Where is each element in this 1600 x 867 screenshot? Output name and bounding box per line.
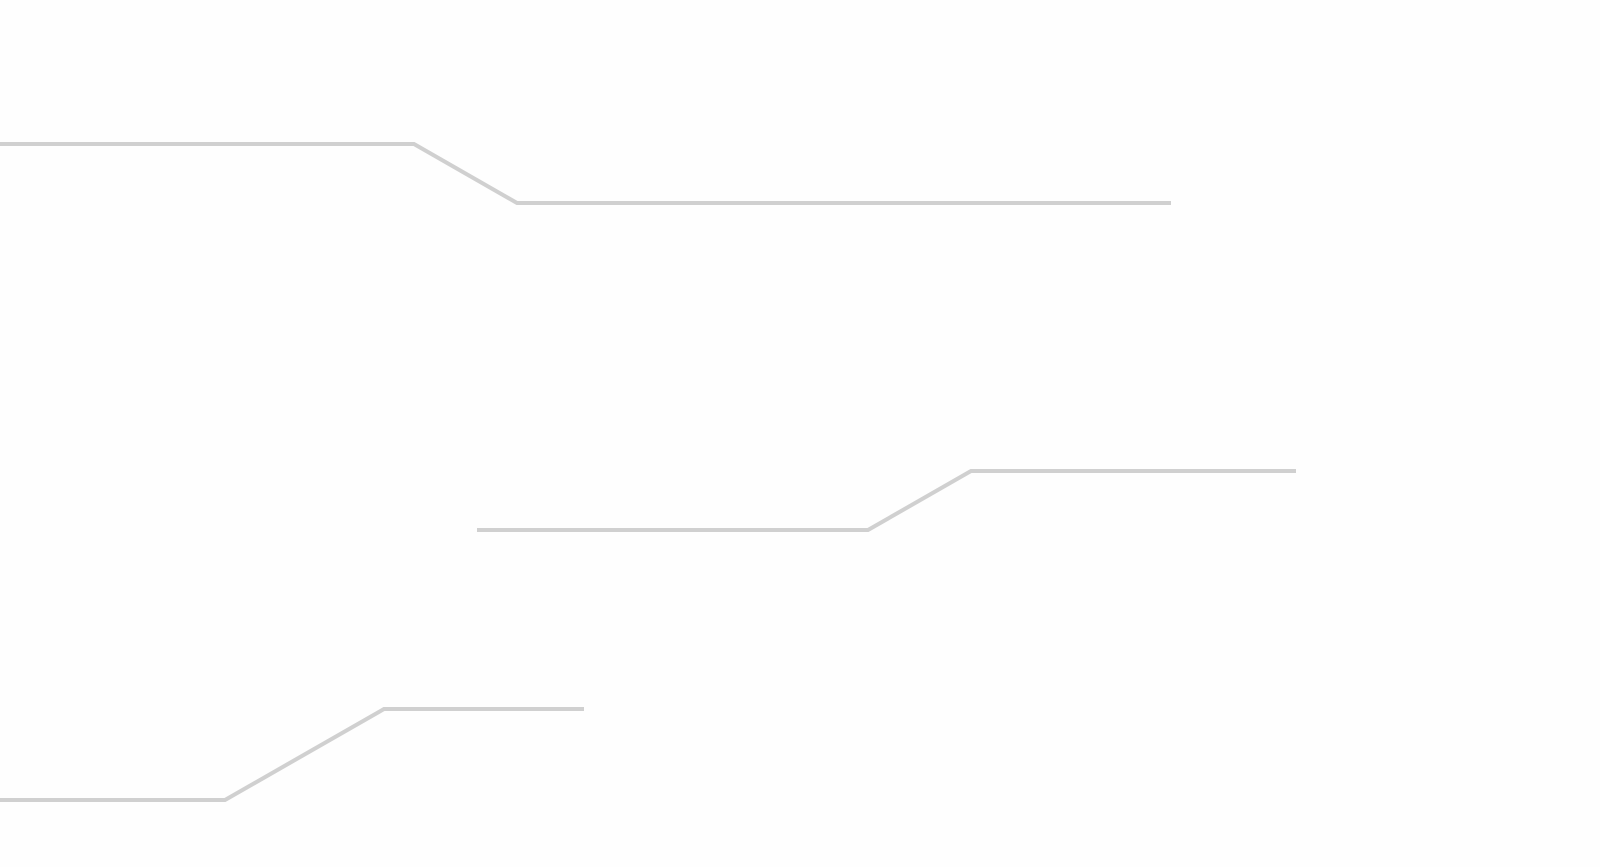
connector-line-top xyxy=(0,142,1171,205)
connector-line-bottom xyxy=(0,707,584,802)
connector-line-middle xyxy=(477,469,1296,532)
